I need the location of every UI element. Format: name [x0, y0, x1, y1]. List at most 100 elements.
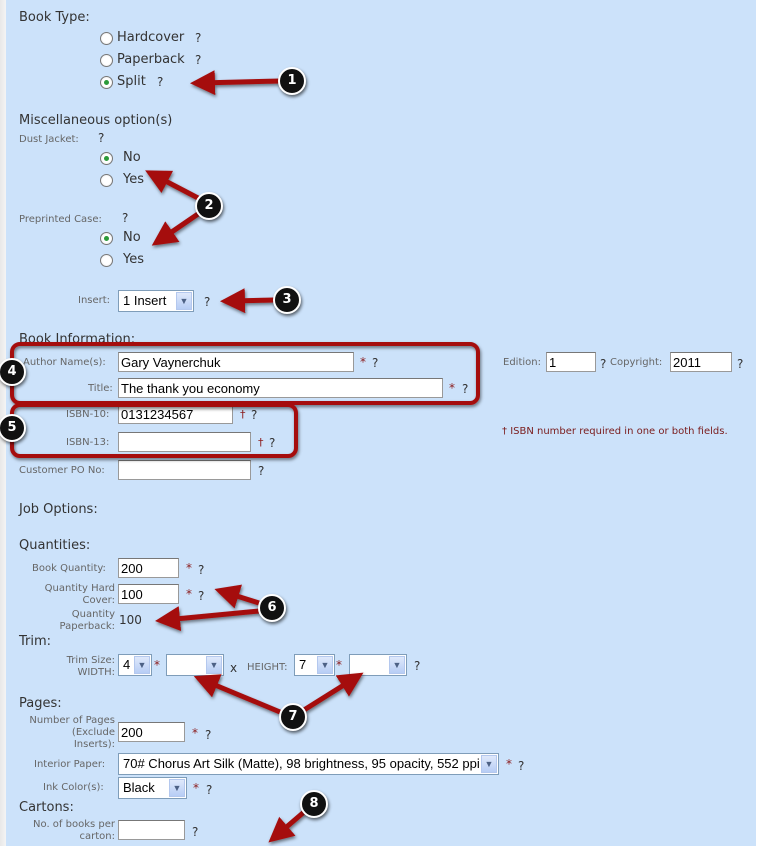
preprinted-case-label: Preprinted Case:	[19, 214, 102, 225]
hardcover-label: Hardcover	[117, 30, 185, 45]
copyright-input[interactable]: 2011	[670, 352, 732, 372]
insert-label: Insert:	[78, 295, 111, 306]
help-icon[interactable]: ?	[157, 75, 164, 89]
num-pages-input[interactable]: 200	[118, 722, 185, 742]
copyright-label: Copyright:	[610, 357, 663, 368]
insert-select[interactable]: 1 Insert ▼	[118, 290, 194, 312]
trim-size-line2: WIDTH:	[77, 667, 115, 678]
hard-qty-input[interactable]: 100	[118, 584, 179, 604]
required-mark: *	[193, 781, 199, 795]
help-icon[interactable]: ?	[269, 436, 276, 450]
required-mark: *	[186, 561, 192, 575]
preprinted-yes-label: Yes	[123, 252, 144, 267]
isbn13-label: ISBN-13:	[66, 437, 110, 448]
insert-value: 1 Insert	[123, 293, 167, 308]
paperback-label: Paperback	[117, 52, 185, 67]
chevron-down-icon: ▼	[176, 292, 192, 310]
height-value: 7	[299, 657, 307, 672]
help-icon[interactable]: ?	[122, 211, 129, 225]
help-icon[interactable]: ?	[462, 382, 469, 396]
books-per-carton-input[interactable]	[118, 820, 185, 840]
annotation-badge-4: 4	[0, 358, 26, 386]
radio-hardcover[interactable]	[100, 32, 113, 45]
ink-select[interactable]: Black▼	[118, 777, 187, 799]
help-icon[interactable]: ?	[204, 295, 211, 309]
required-mark: *	[154, 658, 160, 672]
help-icon[interactable]: ?	[372, 356, 379, 370]
required-mark: *	[360, 355, 366, 369]
po-label: Customer PO No:	[19, 465, 105, 476]
help-icon[interactable]: ?	[251, 408, 258, 422]
radio-dust-jacket-no[interactable]	[100, 152, 113, 165]
interior-paper-label: Interior Paper:	[34, 759, 106, 770]
chevron-down-icon: ▼	[169, 779, 185, 797]
help-icon[interactable]: ?	[198, 589, 205, 603]
width-select[interactable]: 4▼	[118, 654, 152, 676]
dust-jacket-label: Dust Jacket:	[19, 134, 79, 145]
po-input[interactable]	[118, 460, 251, 480]
help-icon[interactable]: ?	[205, 728, 212, 742]
annotation-badge-1: 1	[278, 67, 306, 95]
help-icon[interactable]: ?	[195, 53, 202, 67]
annotation-badge-7: 7	[279, 703, 307, 731]
radio-split[interactable]	[100, 76, 113, 89]
job-options-heading: Job Options:	[19, 502, 98, 517]
required-mark: *	[506, 757, 512, 771]
height-select[interactable]: 7▼	[294, 654, 335, 676]
help-icon[interactable]: ?	[518, 759, 525, 773]
help-icon[interactable]: ?	[737, 357, 744, 371]
pages-heading: Pages:	[19, 696, 62, 711]
required-mark: *	[186, 587, 192, 601]
chevron-down-icon: ▼	[206, 656, 222, 674]
isbn10-input[interactable]: 0131234567	[118, 404, 233, 424]
book-type-heading: Book Type:	[19, 10, 90, 25]
interior-paper-select[interactable]: 70# Chorus Art Silk (Matte), 98 brightne…	[118, 753, 499, 775]
height-label: HEIGHT:	[247, 662, 288, 673]
width-fraction-select[interactable]: ▼	[166, 654, 224, 676]
help-icon[interactable]: ?	[198, 563, 205, 577]
isbn-note: † ISBN number required in one or both fi…	[502, 426, 742, 438]
dust-jacket-yes-label: Yes	[123, 172, 144, 187]
times-sign: x	[230, 661, 238, 675]
isbn10-label: ISBN-10:	[66, 409, 110, 420]
annotation-badge-3: 3	[273, 286, 301, 314]
author-input[interactable]: Gary Vaynerchuk	[118, 352, 354, 372]
radio-preprinted-no[interactable]	[100, 232, 113, 245]
help-icon[interactable]: ?	[195, 31, 202, 45]
help-icon[interactable]: ?	[414, 659, 421, 673]
help-icon[interactable]: ?	[98, 131, 105, 145]
edition-input[interactable]: 1	[546, 352, 596, 372]
quantities-heading: Quantities:	[19, 538, 91, 553]
hard-qty-label-line1: Quantity Hard	[44, 583, 115, 594]
help-icon[interactable]: ?	[192, 825, 199, 839]
title-input[interactable]: The thank you economy	[118, 378, 443, 398]
ink-label: Ink Color(s):	[43, 782, 104, 793]
radio-dust-jacket-yes[interactable]	[100, 174, 113, 187]
trim-heading: Trim:	[19, 634, 52, 649]
width-value: 4	[123, 657, 131, 672]
book-qty-input[interactable]: 200	[118, 558, 179, 578]
dust-jacket-no-label: No	[123, 150, 141, 165]
split-label: Split	[117, 74, 146, 89]
chevron-down-icon: ▼	[389, 656, 405, 674]
help-icon[interactable]: ?	[206, 783, 213, 797]
required-mark: *	[192, 726, 198, 740]
height-fraction-select[interactable]: ▼	[349, 654, 407, 676]
preprinted-no-label: No	[123, 230, 141, 245]
book-qty-label: Book Quantity:	[32, 563, 106, 574]
help-icon[interactable]: ?	[258, 464, 265, 478]
isbn13-input[interactable]	[118, 432, 251, 452]
annotation-badge-8: 8	[300, 790, 328, 818]
trim-size-label: Trim Size:WIDTH:	[30, 655, 115, 679]
annotation-badge-6: 6	[258, 594, 286, 622]
help-icon[interactable]: ?	[600, 357, 607, 371]
radio-preprinted-yes[interactable]	[100, 254, 113, 267]
paper-qty-label-line1: Quantity	[71, 609, 115, 620]
required-mark: *	[336, 658, 342, 672]
radio-paperback[interactable]	[100, 54, 113, 67]
dagger-mark: †	[258, 436, 264, 449]
